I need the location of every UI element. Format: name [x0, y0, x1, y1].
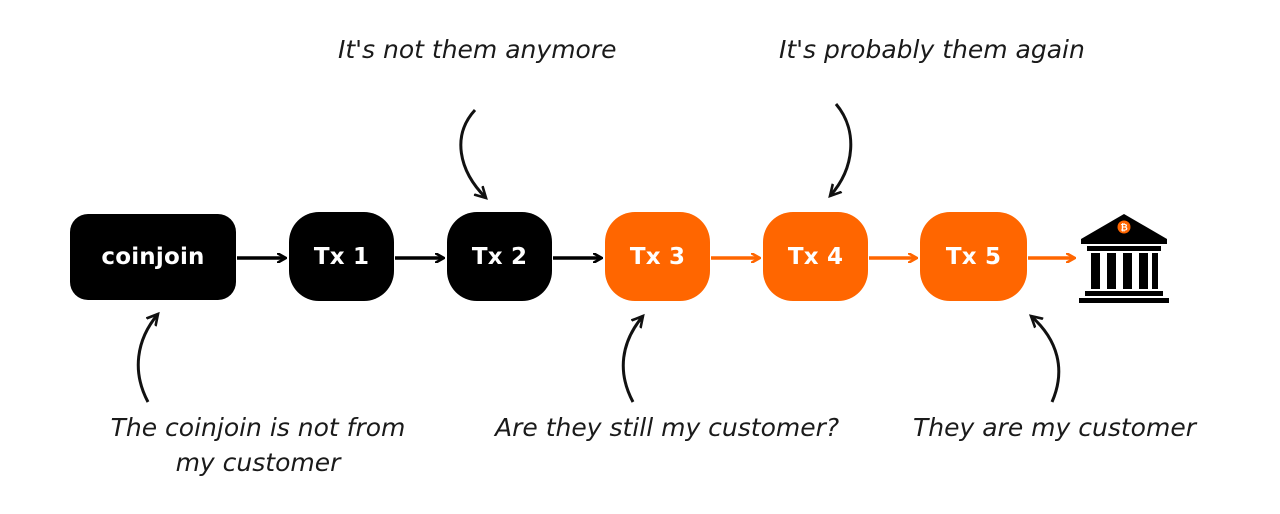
- bank-with-bitcoin-icon: ₿: [1079, 214, 1169, 303]
- caption-tx2-top: It's not them anymore: [338, 35, 617, 64]
- caption-tx4-top: It's probably them again: [779, 35, 1085, 64]
- node-tx2: Tx 2: [447, 212, 552, 301]
- node-tx5-label: Tx 5: [945, 243, 1002, 270]
- pointer-arrow-tx2: [459, 108, 486, 198]
- caption-tx3-bottom: Are they still my customer?: [495, 413, 840, 442]
- pointer-arrow-tx5: [1031, 316, 1061, 403]
- node-tx5: Tx 5: [920, 212, 1027, 301]
- caption-coinjoin-bottom: The coinjoin is not from my customer: [110, 413, 406, 477]
- node-coinjoin: coinjoin: [70, 214, 236, 300]
- pointer-arrow-tx3: [621, 316, 643, 403]
- node-tx1-label: Tx 1: [313, 243, 370, 270]
- pointer-arrow-coinjoin: [136, 314, 158, 403]
- caption-tx5-bottom: They are my customer: [913, 413, 1196, 442]
- node-tx3: Tx 3: [605, 212, 710, 301]
- node-tx1: Tx 1: [289, 212, 394, 301]
- node-tx4-label: Tx 4: [787, 243, 844, 270]
- node-tx3-label: Tx 3: [629, 243, 686, 270]
- node-coinjoin-label: coinjoin: [101, 244, 205, 270]
- pointer-arrow-tx4: [830, 103, 853, 196]
- node-tx4: Tx 4: [763, 212, 868, 301]
- svg-text:₿: ₿: [1120, 223, 1127, 234]
- node-tx2-label: Tx 2: [471, 243, 528, 270]
